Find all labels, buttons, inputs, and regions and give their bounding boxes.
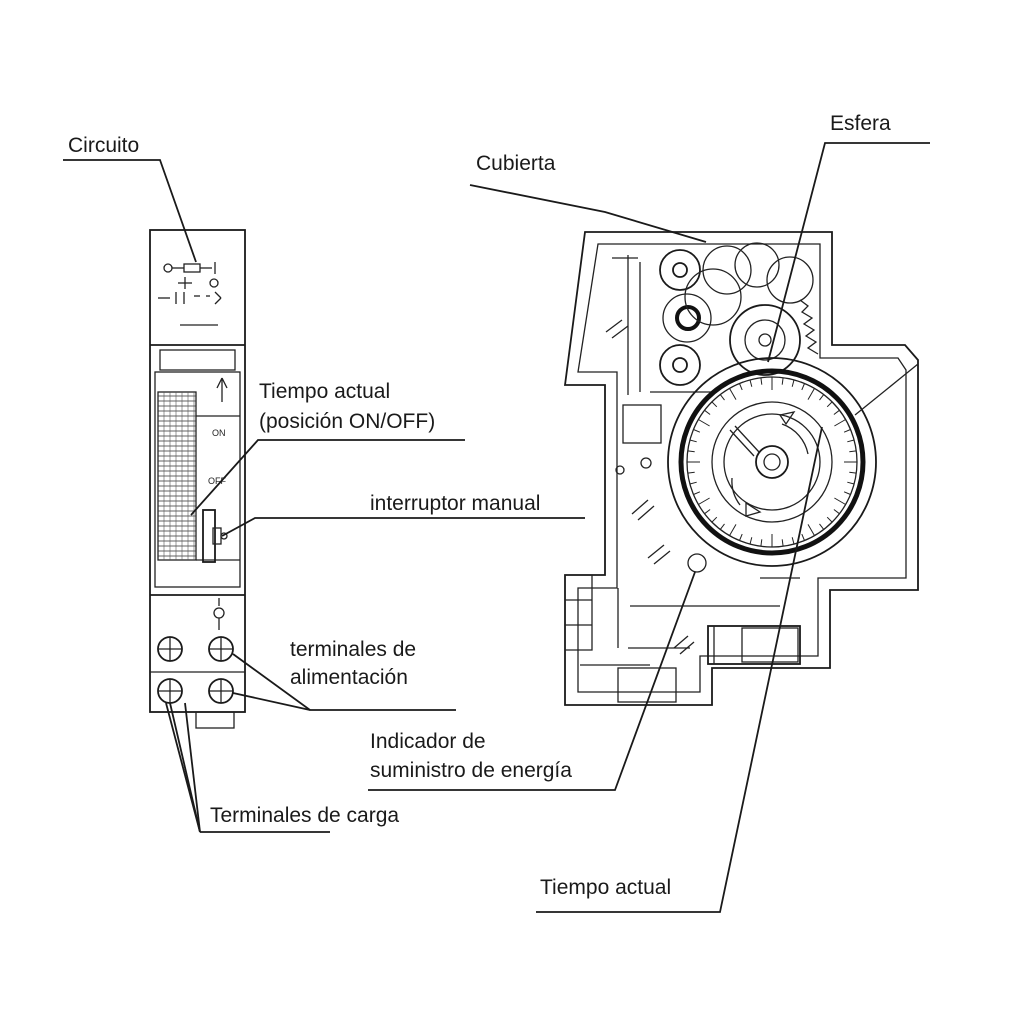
dial-tick [833,509,840,515]
label-esfera: Esfera [830,112,891,135]
label-terminales-alimentacion-line1: terminales de [290,638,416,661]
switch-block[interactable] [707,625,801,665]
dial-tick [849,450,857,453]
dial-tick [791,537,795,545]
label-circuito: Circuito [68,134,139,157]
power-terminal-screw-right [208,636,234,662]
dial-tick [834,419,846,427]
dial-tick [760,539,763,547]
off-mark: OFF [208,476,226,486]
power-indicator-small [213,598,225,630]
dial-tick [711,516,718,523]
dial-tick [826,516,833,523]
dial-tick [704,509,711,515]
label-tiempo-actual: Tiempo actual [540,876,671,899]
label-tiempo-actual-posicion-line1: Tiempo actual [259,380,390,403]
dial-tick [847,439,855,443]
dial-tick [698,497,710,505]
dial-tick [826,401,833,408]
dial-tick [704,409,711,415]
internal-mechanism-view [563,231,919,706]
dial-arrow-icon [778,411,796,426]
dial-tick [807,524,815,536]
leader-lines [63,142,930,913]
manual-switch[interactable] [202,509,228,563]
dial-tick [843,429,851,433]
dial-tick [801,533,805,541]
dial-tick [689,481,697,485]
dial-tick [749,537,753,545]
dial-tick [729,388,737,400]
dial-tick [729,524,737,536]
dial-arrow-icon [745,501,762,517]
dial-tick [711,401,718,408]
dial-tick [834,497,846,505]
timing-dial-strip: ON OFF [154,349,241,588]
label-indicador-line1: Indicador de [370,730,486,753]
label-terminales-carga: Terminales de carga [210,804,399,827]
dial-tick [760,377,763,385]
dial-tick [687,471,695,474]
dial-tick [781,377,784,385]
dial-tick [847,481,855,485]
label-cubierta: Cubierta [476,152,556,175]
power-indicator-lamp [687,553,707,573]
label-terminales-alimentacion-line2: alimentación [290,666,408,689]
dial-tick [719,523,725,530]
dial-tick [693,429,701,433]
dial-tick [781,539,784,547]
dial-ticks [687,377,857,547]
dial-tick [687,450,695,453]
dial-sphere[interactable] [667,357,877,567]
dial-tick [843,491,851,495]
dial-tick [807,388,815,400]
load-terminal-screw-left [157,678,183,704]
gear-train [612,242,819,395]
dial-tick [719,394,725,401]
on-mark: ON [212,428,226,438]
dial-tick [819,394,825,401]
dial-tick [791,379,795,387]
load-terminal-screw-right [208,678,234,704]
inner-housing [577,243,907,693]
power-terminal-screw-left [157,636,183,662]
label-interruptor-manual: interruptor manual [370,492,540,515]
front-view-device: ON OFF [149,229,246,729]
dial-tick [833,409,840,415]
dial-tick [749,379,753,387]
label-indicador-line2: suministro de energía [370,759,572,782]
dial-tick [739,383,743,391]
timing-segments [158,392,196,560]
dial-tick [698,419,710,427]
dial-tick [689,439,697,443]
dial-tick [849,471,857,474]
housing-details [565,319,800,703]
dial-tick [801,383,805,391]
label-tiempo-actual-posicion-line2: (posición ON/OFF) [259,410,435,433]
circuit-symbol [158,262,222,326]
dial-tick [739,533,743,541]
dial-tick [819,523,825,530]
dial-tick [693,491,701,495]
labels: Circuito Cubierta Esfera Tiempo actual (… [68,112,891,899]
terminal-screws [150,636,245,704]
